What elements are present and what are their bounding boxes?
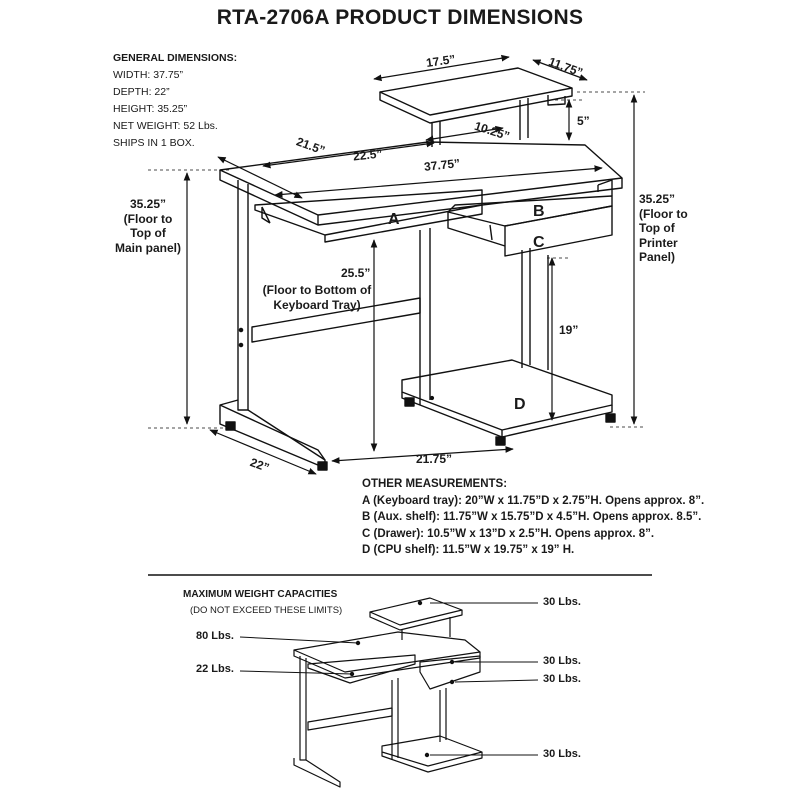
top-shelf-capacity: 30 Lbs. [543, 596, 581, 608]
drawer-capacity: 30 Lbs. [543, 673, 581, 685]
left-height-annotation: 35.25” (Floor to Top of Main panel) [115, 197, 181, 255]
right-height-note-1: (Floor to [639, 206, 688, 221]
page-title: RTA-2706A PRODUCT DIMENSIONS [216, 6, 584, 29]
main-panel [219, 141, 623, 216]
right-height-note-2: Top of [639, 221, 675, 235]
weight-line: NET WEIGHT: 52 Lbs. [113, 120, 218, 132]
aux-shelf [447, 195, 613, 227]
cpu-shelf-capacity: 30 Lbs. [543, 748, 581, 760]
general-dimensions-heading: GENERAL DIMENSIONS: [113, 52, 238, 64]
depth-line: DEPTH: 22” [113, 86, 170, 98]
drawer [504, 205, 613, 257]
left-height-note-2: Top of [130, 226, 166, 240]
right-height-label: 35.25” [639, 192, 676, 206]
left-height-label: 35.25” [129, 197, 167, 211]
dimension-lines [183, 54, 638, 475]
tray-height-note-1: (Floor to Bottom of [262, 283, 372, 297]
tray-height-note-2: Keyboard Tray) [273, 297, 361, 312]
top-height-label: 5” [577, 114, 590, 128]
main-panel-capacity: 80 Lbs. [196, 630, 234, 642]
right-height-annotation: 35.25” (Floor to Top of Printer Panel) [639, 192, 691, 265]
base-width-label: 21.75” [416, 452, 453, 466]
other-measurements: OTHER MEASUREMENTS: A (Keyboard tray): 2… [362, 476, 704, 559]
left-height-note-3: Main panel) [115, 240, 182, 255]
capacities-heading: MAXIMUM WEIGHT CAPACITIES [183, 589, 338, 600]
width-line: WIDTH: 37.75” [113, 69, 184, 81]
part-d-label: D [514, 396, 526, 413]
measurement-b: B (Aux. shelf): 11.75”W x 15.75”D x 4.5”… [362, 511, 702, 523]
measurement-c: C (Drawer): 10.5”W x 13”D x 2.5”H. Opens… [362, 527, 655, 540]
right-height-note-3: Printer [639, 235, 678, 250]
ships-line: SHIPS IN 1 BOX. [113, 137, 195, 149]
right-height-note-4: Panel) [639, 250, 676, 264]
tray-height-annotation: (Floor to Bottom of Keyboard Tray) [262, 283, 372, 312]
part-a-label: A [388, 211, 400, 228]
extension-lines [148, 91, 645, 429]
height-line: HEIGHT: 35.25” [113, 103, 188, 115]
capacities-subheading: (DO NOT EXCEED THESE LIMITS) [190, 605, 343, 616]
keyboard-tray-capacity: 22 Lbs. [196, 663, 234, 675]
measurement-a: A (Keyboard tray): 20”W x 11.75”D x 2.75… [362, 494, 705, 507]
desk-main-drawing [219, 67, 623, 471]
printer-shelf [379, 67, 573, 116]
other-measurements-heading: OTHER MEASUREMENTS: [362, 478, 508, 490]
desk-small-drawing [293, 597, 483, 788]
part-b-label: B [533, 203, 545, 220]
aux-shelf-capacity: 30 Lbs. [543, 655, 581, 667]
cpu-height-label: 19” [559, 323, 579, 337]
capacity-dots [349, 600, 455, 758]
left-height-note-1: (Floor to [123, 211, 173, 226]
measurement-d: D (CPU shelf): 11.5”W x 19.75” x 19” H. [362, 544, 575, 556]
part-c-label: C [533, 234, 545, 251]
tray-height-label: 25.5” [341, 266, 371, 280]
general-dimensions: GENERAL DIMENSIONS: WIDTH: 37.75” DEPTH:… [113, 50, 237, 152]
capacity-leaders [239, 602, 539, 756]
